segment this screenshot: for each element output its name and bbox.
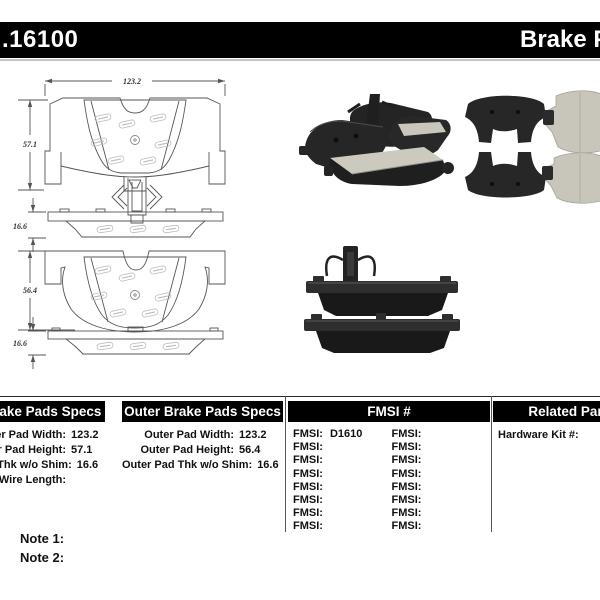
title-bar-rule <box>0 59 600 61</box>
photo-pads-angled <box>299 94 454 186</box>
fmsi-row: FMSI: D1610 FMSI: <box>293 428 490 441</box>
fmsi-row: FMSI: FMSI: <box>293 454 490 467</box>
related-row: Hardware Kit #: <box>498 429 600 444</box>
fmsi-row: FMSI: FMSI: <box>293 441 490 454</box>
tables-top-rule <box>0 396 600 397</box>
dim-inner-width: 123.2 <box>123 77 141 86</box>
fmsi-header: FMSI # <box>288 401 490 422</box>
spec-label: Outer Pad Height: <box>140 444 234 456</box>
spec-value: 56.4 <box>239 444 261 456</box>
related-label: Hardware Kit #: <box>498 429 579 441</box>
part-number: .16100 <box>2 26 79 53</box>
spec-row: Outer Pad Height: 56.4 <box>122 443 283 458</box>
spec-value: 16.6 <box>257 459 279 471</box>
fmsi-label: FMSI: <box>391 467 422 480</box>
fmsi-label: FMSI: <box>293 428 323 440</box>
spec-value: 57.1 <box>71 444 93 456</box>
spec-label: Outer Pad Width: <box>144 429 234 441</box>
table-divider-left <box>285 396 286 532</box>
fmsi-label: FMSI: <box>293 454 323 467</box>
photo-pads-face <box>465 90 600 204</box>
spec-label: Sensor Wire Length: <box>0 474 66 486</box>
inner-pad-side-drawing: 16.6 <box>13 198 224 252</box>
spec-value <box>66 473 71 488</box>
fmsi-row: FMSI: FMSI: <box>293 507 490 520</box>
fmsi-label: FMSI: <box>293 520 323 533</box>
photo-pads-edge <box>304 246 460 353</box>
related-parts-header: Related Parts <box>493 401 600 422</box>
spec-label: Inner Pad Height: <box>0 444 66 456</box>
fmsi-label: FMSI: <box>391 441 422 454</box>
fmsi-label: FMSI: <box>391 520 422 533</box>
fmsi-label: FMSI: <box>391 507 422 520</box>
fmsi-label: FMSI: <box>293 467 323 480</box>
outer-specs-header: Outer Brake Pads Specs <box>122 401 283 422</box>
fmsi-label: FMSI: <box>391 493 422 506</box>
spec-row: Inner Pad Width: 123.2 <box>0 428 105 443</box>
fmsi-table: FMSI # FMSI: D1610 FMSI: FMSI: FMSI: FMSI… <box>288 401 490 534</box>
artwork-panel: 123.2 57.1 <box>13 77 600 369</box>
spec-label: Outer Pad Thk w/o Shim: <box>122 459 253 471</box>
spec-row: Inner Pad Thk w/o Shim: 16.6 <box>0 458 105 473</box>
title-bar: .16100 Brake Pads <box>0 22 600 58</box>
dim-outer-thickness: 16.6 <box>13 339 27 348</box>
fmsi-value: D1610 <box>329 428 363 440</box>
fmsi-row: FMSI: FMSI: <box>293 468 490 481</box>
dim-inner-height: 57.1 <box>23 140 37 149</box>
table-divider-right <box>491 396 492 532</box>
spec-row: Inner Pad Height: 57.1 <box>0 443 105 458</box>
outer-pad-side-drawing: 16.6 <box>13 317 224 369</box>
related-parts-table: Related Parts Hardware Kit #: <box>493 401 600 444</box>
inner-specs-header: Inner Brake Pads Specs <box>0 401 105 422</box>
inner-specs-table: Inner Brake Pads Specs Inner Pad Width: … <box>0 401 105 488</box>
fmsi-row: FMSI: FMSI: <box>293 494 490 507</box>
note-1-label: Note 1: <box>20 531 65 546</box>
fmsi-label: FMSI: <box>293 480 323 493</box>
outer-pad-front-drawing: 56.4 <box>18 250 226 333</box>
page-title: Brake Pads <box>520 26 600 53</box>
dim-outer-height: 56.4 <box>23 286 37 295</box>
fmsi-label: FMSI: <box>391 454 422 467</box>
spec-row: Outer Pad Width: 123.2 <box>122 428 283 443</box>
outer-specs-table: Outer Brake Pads Specs Outer Pad Width: … <box>122 401 283 473</box>
fmsi-label: FMSI: <box>293 507 323 520</box>
fmsi-row: FMSI: FMSI: <box>293 481 490 494</box>
spec-row: Outer Pad Thk w/o Shim: 16.6 <box>122 458 283 473</box>
fmsi-label: FMSI: <box>293 441 323 454</box>
sensor-clip-drawing <box>111 178 163 224</box>
fmsi-label: FMSI: <box>293 493 323 506</box>
dim-inner-thickness: 16.6 <box>13 222 27 231</box>
fmsi-label: FMSI: <box>391 480 422 493</box>
spec-value: 16.6 <box>76 459 99 471</box>
fmsi-label: FMSI: <box>391 428 422 440</box>
note-2-label: Note 2: <box>20 550 65 565</box>
spec-row: Sensor Wire Length: <box>0 473 105 488</box>
spec-value: 123.2 <box>239 429 267 441</box>
spec-label: Inner Pad Width: <box>0 429 66 441</box>
spec-label: Inner Pad Thk w/o Shim: <box>0 459 72 471</box>
inner-pad-front-drawing: 123.2 57.1 <box>18 77 226 192</box>
spec-value: 123.2 <box>71 429 99 441</box>
fmsi-row: FMSI: FMSI: <box>293 520 490 533</box>
